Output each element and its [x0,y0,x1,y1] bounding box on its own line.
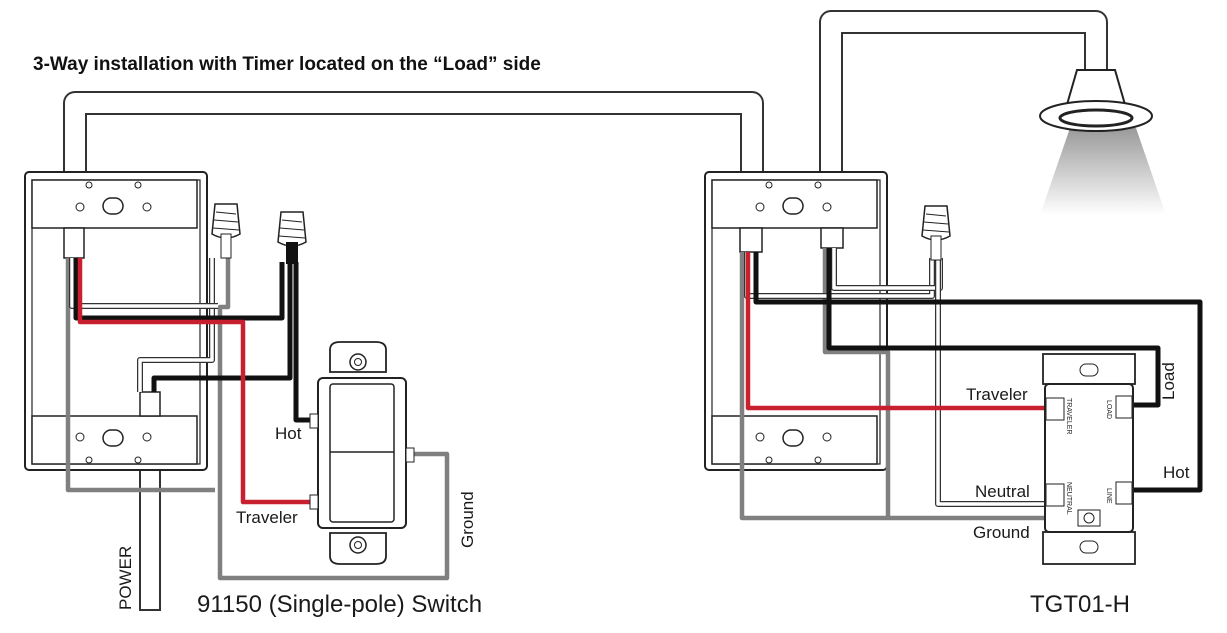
timer-face-line: LINE [1105,488,1112,504]
connecting-cable [63,91,764,175]
diagram-title: 3-Way installation with Timer located on… [33,54,541,75]
timer-traveler-label: Traveler [966,385,1028,404]
timer-load-label: Load [1159,362,1178,400]
timer-face-load: LOAD [1105,400,1112,419]
timer-face-neutral: NEUTRAL [1065,482,1072,515]
switch-hot-label: Hot [275,424,302,443]
switch-traveler-label: Traveler [236,508,298,527]
timer-ground-label: Ground [973,523,1030,542]
switch-ground-label: Ground [458,491,477,548]
timer-device [1042,353,1136,565]
fixture-cable [819,10,1108,175]
screw-terminal-icon [1115,395,1133,419]
screw-terminal-icon [1115,481,1133,505]
timer-face-traveler: TRAVELER [1065,398,1072,434]
screw-terminal-icon [1045,397,1065,421]
left-box-wiring [65,258,450,581]
power-label: POWER [116,546,135,610]
wire-nut-icon [211,203,241,259]
timer-model-label: TGT01-H [1030,591,1130,618]
screw-terminal-icon [309,494,319,510]
wire-nut-icon [277,211,307,264]
timer-hot-label: Hot [1163,463,1190,482]
right-box-wiring [739,248,1203,521]
screw-terminal-icon [405,447,415,463]
light-fixture-icon [1039,69,1166,215]
screw-terminal-icon [309,413,319,429]
screw-terminal-icon [1045,483,1065,507]
switch-model-label: 91150 (Single-pole) Switch [197,591,482,618]
single-pole-switch [309,341,415,565]
wire-nut-icon [921,205,951,261]
right-junction-box [704,171,888,471]
timer-neutral-label: Neutral [975,482,1030,501]
